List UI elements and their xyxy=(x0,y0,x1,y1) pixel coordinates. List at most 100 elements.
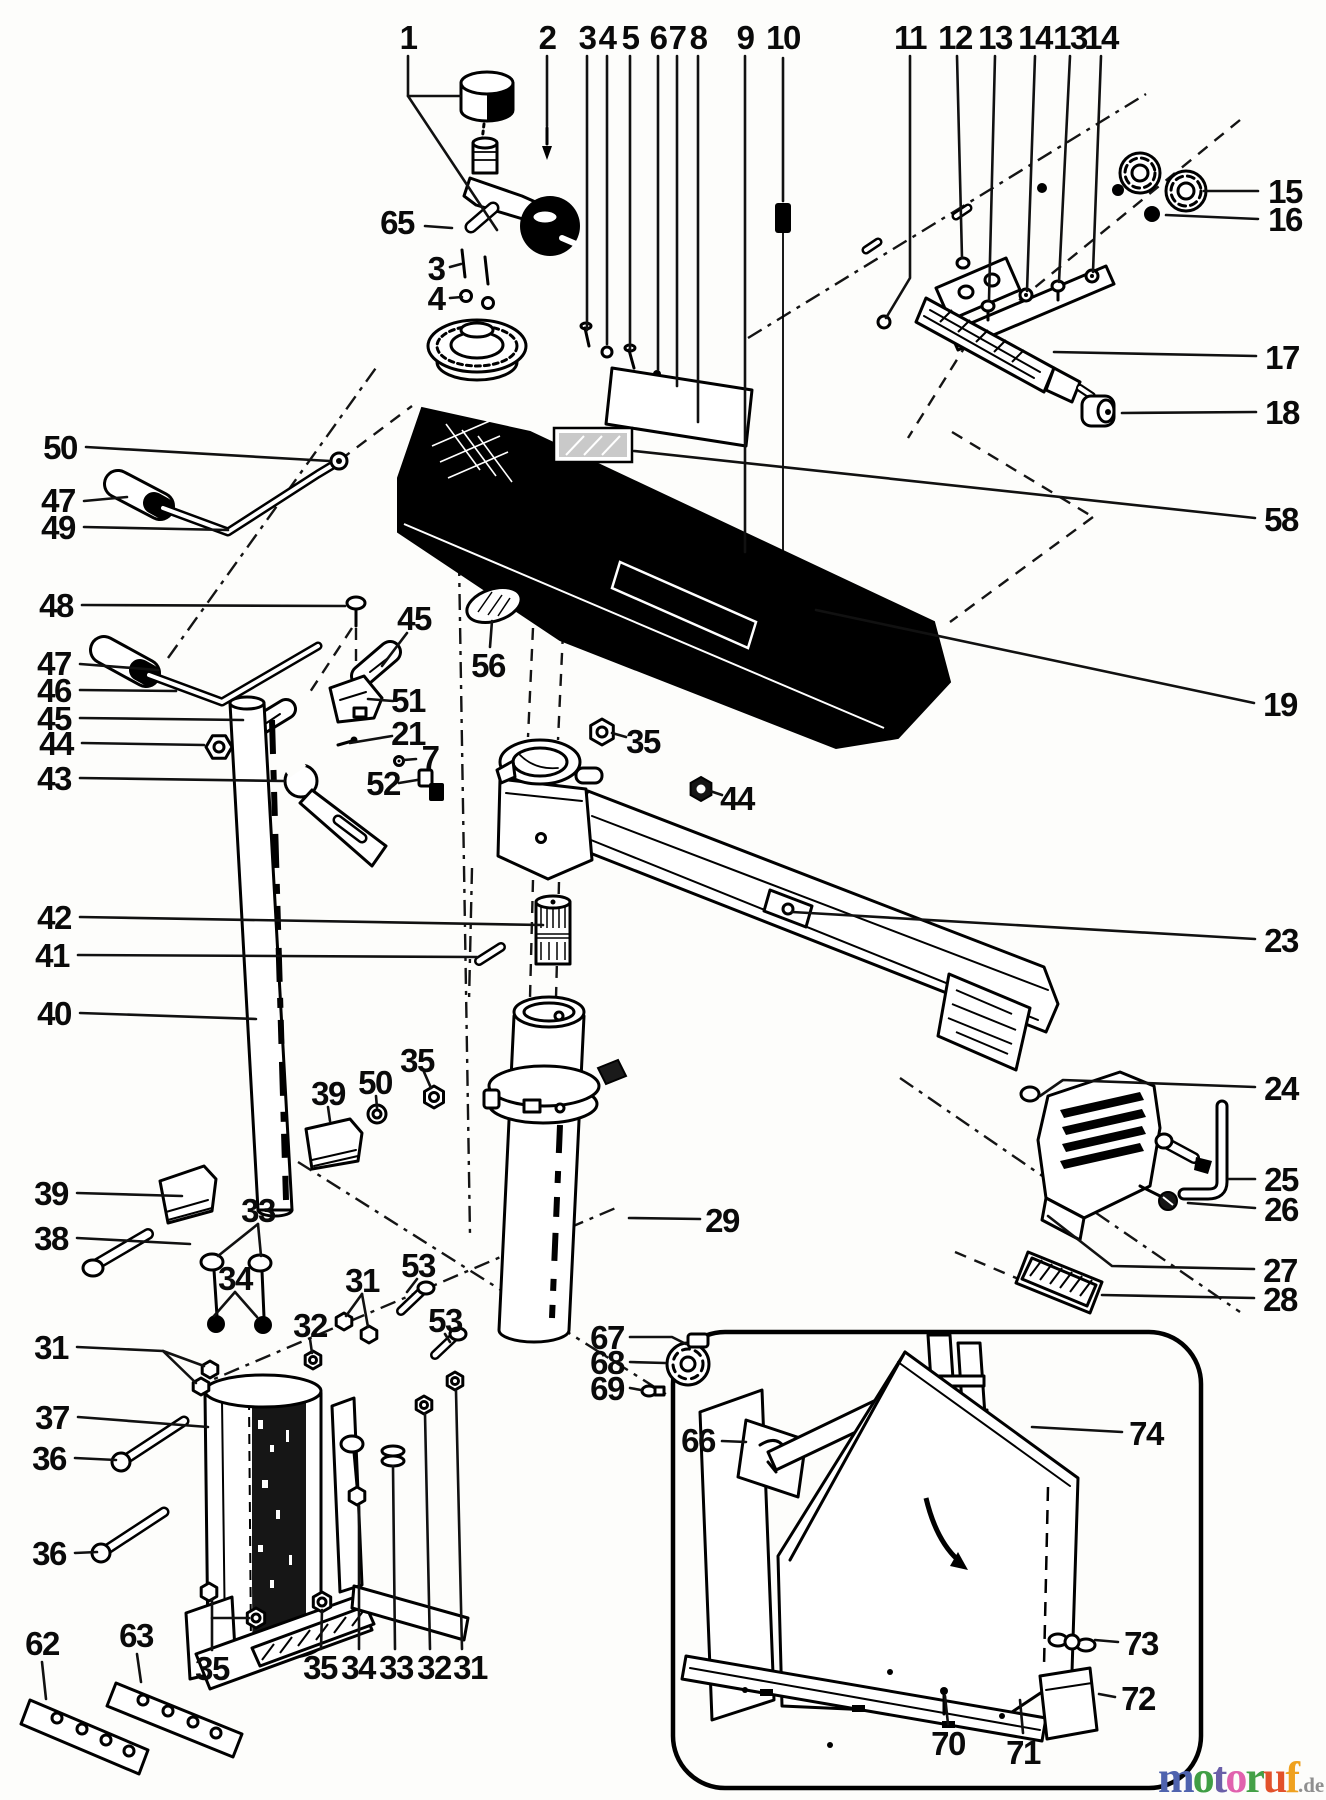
callout-34r: 34 xyxy=(341,1649,377,1686)
leader-line-12 xyxy=(955,54,964,260)
watermark-letter: o xyxy=(1225,1753,1247,1800)
callout-66: 66 xyxy=(681,1422,716,1459)
callout-45m: 45 xyxy=(397,600,432,637)
leader-line-36b xyxy=(73,1550,99,1555)
callout-1: 1 xyxy=(400,19,418,56)
leader-line-18 xyxy=(1120,410,1258,415)
fork-lever-43 xyxy=(281,753,388,868)
leader-line-46 xyxy=(78,688,178,693)
callout-51: 51 xyxy=(391,682,426,719)
leader-line-49 xyxy=(82,525,230,532)
handle-grip-lower xyxy=(89,635,323,707)
callout-67: 67 xyxy=(590,1319,624,1356)
callout-47a: 47 xyxy=(41,482,75,519)
leader-line-7m xyxy=(402,757,418,762)
leader-line-67 xyxy=(628,1335,688,1346)
callout-27: 27 xyxy=(1263,1252,1297,1289)
spindle-42 xyxy=(534,894,572,966)
bolt-38 xyxy=(81,1228,154,1278)
leader-line-17 xyxy=(1052,350,1258,358)
screws-26 xyxy=(1138,1132,1212,1211)
leader-line-33 xyxy=(256,1222,263,1258)
trolley-bracket-assembly xyxy=(861,183,1116,352)
leader-line-47a xyxy=(82,495,129,503)
callout-49: 49 xyxy=(41,509,76,546)
callout-53b: 53 xyxy=(428,1302,463,1339)
callout-23: 23 xyxy=(1264,922,1299,959)
callout-45L: 45 xyxy=(37,700,72,737)
leader-line-21 xyxy=(348,734,394,745)
leader-line-3m xyxy=(448,262,463,269)
screw-21 xyxy=(336,736,358,747)
leader-line-14 xyxy=(1025,54,1037,293)
leader-line-62 xyxy=(40,1660,48,1701)
clamp-shoe-39-center xyxy=(304,1117,364,1171)
leader-line-33 xyxy=(216,1222,260,1258)
leader-line-35r xyxy=(319,1608,324,1651)
allen-key-25 xyxy=(1177,1099,1229,1201)
leader-line-53a xyxy=(405,1277,419,1294)
callout-39L: 39 xyxy=(34,1175,69,1212)
leader-line-74 xyxy=(1030,1425,1124,1434)
leader-line-4m xyxy=(448,295,464,300)
callout-37: 37 xyxy=(35,1399,69,1436)
leader-line-28 xyxy=(1100,1293,1256,1300)
leader-line-42 xyxy=(78,915,545,927)
nut-35-center xyxy=(423,1084,445,1110)
leader-line-34 xyxy=(233,1290,259,1319)
watermark-letter: t xyxy=(1212,1753,1228,1800)
table-slat-63 xyxy=(105,1681,244,1759)
callout-9: 9 xyxy=(737,19,755,56)
callout-33r: 33 xyxy=(379,1649,414,1686)
callout-35c: 35 xyxy=(400,1042,435,1079)
callout-71: 71 xyxy=(1006,1734,1041,1771)
callout-38: 38 xyxy=(34,1220,69,1257)
chip-deflector-74 xyxy=(776,1350,1080,1718)
arm-housing-19 xyxy=(397,406,952,750)
base-clamp-37 xyxy=(184,1373,470,1691)
pad-58 xyxy=(552,426,634,464)
callout-47b: 47 xyxy=(37,645,71,682)
leader-line-52 xyxy=(397,778,419,785)
callout-43: 43 xyxy=(37,760,72,797)
leader-line-50c xyxy=(374,1094,379,1110)
leader-line-44m xyxy=(708,789,724,797)
callout-62: 62 xyxy=(25,1625,60,1662)
callout-31R: 31 xyxy=(345,1262,380,1299)
leader-line-16 xyxy=(1164,213,1260,221)
callout-18: 18 xyxy=(1265,394,1300,431)
callout-44m: 44 xyxy=(720,780,756,817)
leader-line-11 xyxy=(884,54,912,320)
nut-35-mid xyxy=(589,717,615,747)
inset-detail-box xyxy=(640,1329,1204,1791)
callout-11: 11 xyxy=(894,19,927,56)
callout-35r: 35 xyxy=(303,1649,338,1686)
leader-line-41 xyxy=(76,953,479,959)
callout-5: 5 xyxy=(622,19,640,56)
callout-53a: 53 xyxy=(401,1247,436,1284)
callout-72: 72 xyxy=(1121,1680,1156,1717)
callout-2: 2 xyxy=(539,19,557,56)
leader-line-39c xyxy=(326,1105,332,1123)
callout-39c: 39 xyxy=(311,1075,346,1112)
callout-44L: 44 xyxy=(39,725,75,762)
callout-63: 63 xyxy=(119,1617,154,1654)
leader-line-43 xyxy=(78,776,286,783)
callout-14: 14 xyxy=(1018,19,1054,56)
leader-line-31R xyxy=(360,1292,370,1329)
leader-line-1 xyxy=(406,54,462,98)
leader-line-56 xyxy=(488,619,494,649)
callout-14b: 14 xyxy=(1084,19,1120,56)
sleeve-45-mid xyxy=(350,640,402,688)
callout-40: 40 xyxy=(37,995,71,1032)
callout-6: 6 xyxy=(650,19,668,56)
knob-68 xyxy=(665,1341,711,1387)
watermark-letter: f xyxy=(1285,1753,1300,1800)
callout-19: 19 xyxy=(1263,686,1298,723)
leader-line-35m xyxy=(610,731,628,739)
leader-line-37 xyxy=(76,1415,210,1429)
leader-line-27 xyxy=(1046,1214,1256,1271)
callout-13: 13 xyxy=(978,19,1013,56)
callout-16: 16 xyxy=(1268,201,1303,238)
